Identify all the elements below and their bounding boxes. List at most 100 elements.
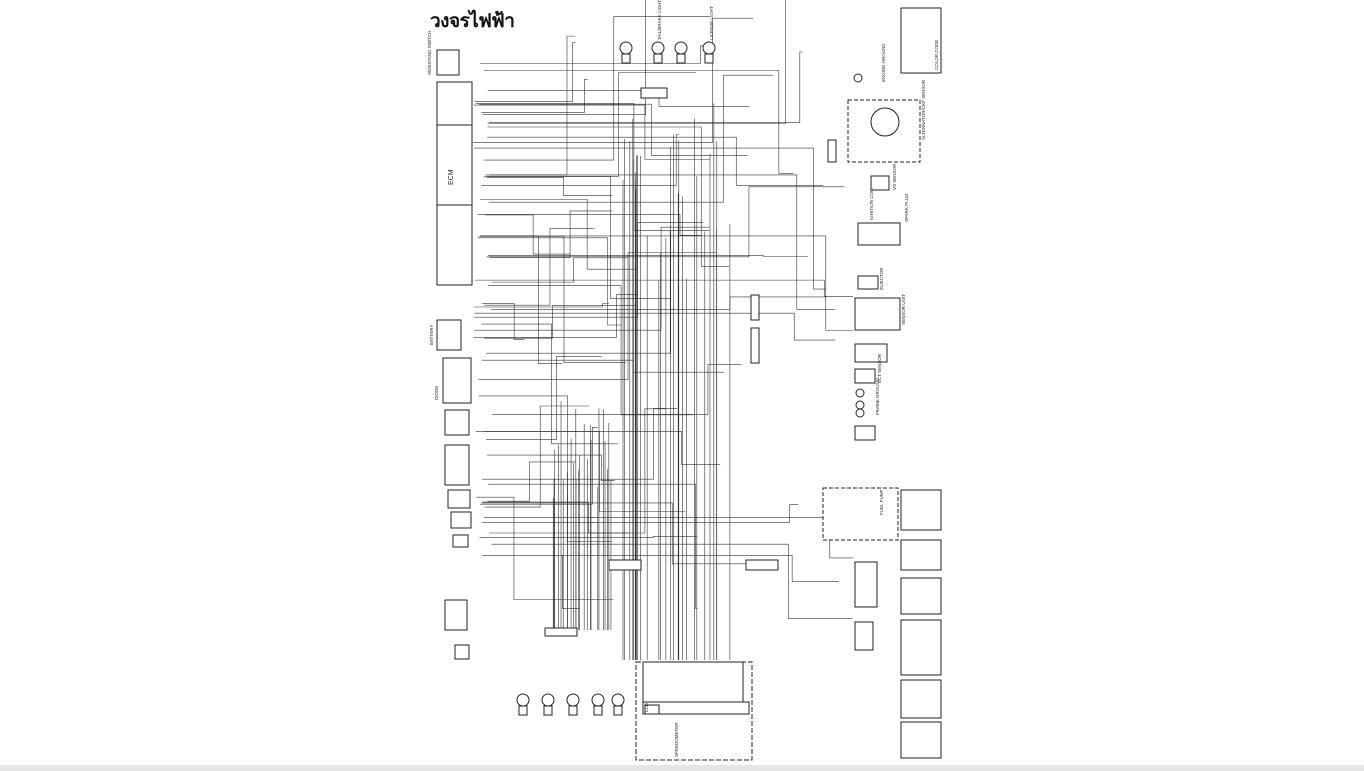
- wire: [485, 214, 571, 255]
- bulb-base: [593, 705, 603, 716]
- switch-right-1: [854, 561, 878, 608]
- tail-brake-light-label: TAIL/BRAKE LIGHT: [657, 0, 662, 40]
- bulb-base: [518, 705, 528, 716]
- battery: [436, 319, 462, 351]
- wire: [474, 147, 826, 290]
- switch-table-6: [900, 721, 942, 759]
- bulb-icon: [591, 693, 605, 707]
- wire: [473, 104, 710, 160]
- bulb-icon: [702, 41, 716, 55]
- wire: [483, 16, 710, 161]
- ignition-coil-label: IGNITION COIL: [869, 188, 874, 220]
- ecm-box: [436, 81, 473, 286]
- switch-table-2: [900, 539, 942, 571]
- wire: [491, 543, 853, 619]
- ect-sensor-label: ECT SENSOR: [877, 353, 882, 383]
- horn-switch: [454, 644, 470, 660]
- wire: [489, 408, 666, 534]
- connector-mid-2: [750, 327, 760, 364]
- wire: [479, 103, 748, 156]
- connector-right: [745, 559, 779, 571]
- wire: [479, 235, 853, 331]
- sidestand-switch-label: SIDESTAND SWITCH: [427, 31, 432, 75]
- wire: [484, 228, 595, 306]
- ect-sensor-box: [854, 343, 888, 363]
- sensor-unit-label: SENSOR UNIT: [901, 294, 906, 325]
- wire: [486, 177, 613, 196]
- wire: [481, 502, 751, 565]
- bulb-base: [676, 53, 686, 64]
- bulb-icon: [651, 41, 665, 55]
- fuel-pump-box: [822, 487, 899, 541]
- diode-label: DIODE: [434, 386, 439, 400]
- connector-top: [640, 87, 668, 99]
- ecm-label: ECM: [448, 169, 455, 185]
- page-title: วงจรไฟฟ้า: [430, 10, 515, 32]
- lcd: [644, 704, 660, 715]
- wire: [479, 536, 698, 538]
- relay-2: [444, 444, 470, 486]
- lcd-label: LCD: [644, 702, 649, 712]
- wire: [478, 395, 613, 542]
- bulb-base: [568, 705, 578, 716]
- wire: [486, 356, 602, 440]
- alternator-symbol: [870, 107, 900, 137]
- wire: [482, 554, 840, 582]
- wire: [486, 554, 580, 609]
- wire: [482, 303, 525, 340]
- switch-2: [450, 511, 472, 529]
- ignition-coil: [857, 222, 901, 246]
- spark-plug-label: SPARK PLUG: [904, 193, 909, 222]
- wire: [478, 252, 717, 380]
- ect-sensor: [854, 368, 876, 384]
- wiring-diagram-page: วงจรไฟฟ้า: [413, 0, 948, 765]
- wire: [484, 304, 636, 339]
- wire: [481, 79, 588, 113]
- vs-sensor: [870, 175, 890, 191]
- wire: [474, 42, 576, 102]
- wire: [487, 0, 786, 124]
- switch-table-4: [900, 619, 942, 676]
- bulb-icon: [611, 693, 625, 707]
- wire: [473, 17, 754, 143]
- bulb-base: [613, 705, 623, 716]
- wire: [488, 255, 808, 257]
- sensor-unit: [854, 297, 901, 331]
- wire: [479, 236, 626, 363]
- wire: [474, 279, 853, 297]
- injector-label: INJECTOR: [879, 267, 884, 290]
- bulb-base: [653, 53, 663, 64]
- connector-cdi: [827, 139, 837, 163]
- engine-ground-label: ENGINE GROUND: [881, 43, 886, 82]
- wire: [489, 35, 576, 176]
- wire: [486, 230, 671, 354]
- wire: [487, 126, 729, 267]
- switch-table-1: [900, 489, 942, 531]
- vs-sensor-label: VS SENSOR: [892, 163, 897, 190]
- switch-table-5: [900, 679, 942, 719]
- connector-bottom-left: [544, 627, 578, 637]
- bulb-base: [621, 53, 631, 64]
- wire: [474, 226, 710, 331]
- wire: [474, 312, 836, 341]
- switch-right-2: [854, 621, 874, 651]
- wire: [484, 405, 589, 508]
- ground-terminal-icon: [855, 388, 865, 398]
- wire: [489, 210, 612, 259]
- wire: [487, 136, 824, 186]
- ground-terminal-icon: [855, 408, 865, 418]
- wire: [483, 70, 794, 174]
- oil-switch: [854, 425, 876, 441]
- sidestand-switch: [436, 49, 460, 76]
- wire: [482, 408, 678, 480]
- switch-1: [447, 489, 471, 509]
- bulb-icon: [674, 41, 688, 55]
- wire: [488, 51, 803, 123]
- bulb-base: [704, 53, 714, 64]
- bulb-base: [543, 705, 553, 716]
- wire: [473, 294, 639, 338]
- wire: [485, 174, 836, 310]
- bulb-icon: [516, 693, 530, 707]
- ground-terminal-icon: [855, 400, 865, 410]
